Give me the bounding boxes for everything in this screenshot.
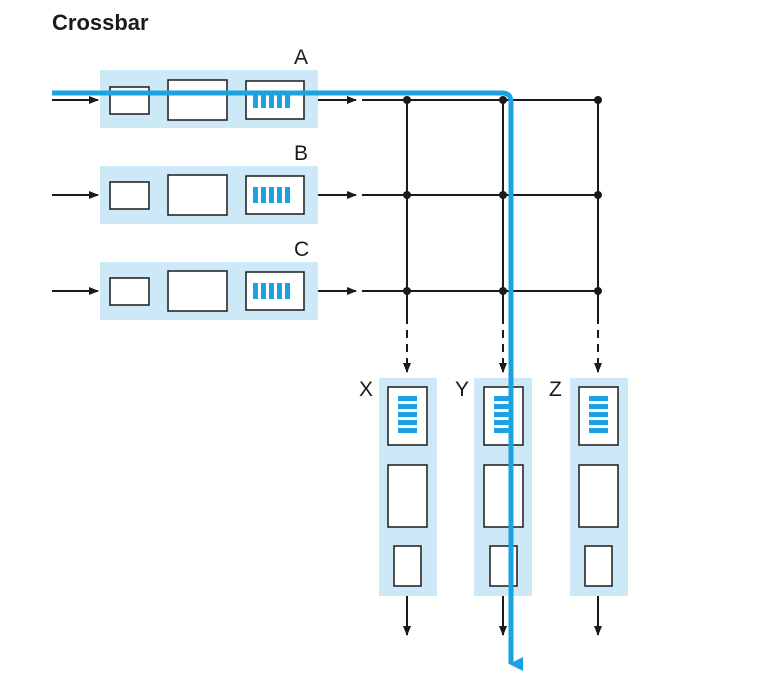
large-buffer-box [167,174,228,216]
junction-dot [594,191,602,199]
junction-dot [594,96,602,104]
output-port-z: Z [549,378,628,636]
queue-packets [253,187,290,203]
small-buffer-box [109,277,150,306]
output-port-y: Y [455,378,532,636]
crossbar-horizontal-lines [362,99,598,292]
junction-dot [499,96,507,104]
large-buffer-box [167,270,228,312]
large-buffer-box [387,464,428,528]
junction-dot [499,191,507,199]
junction-dot [594,287,602,295]
diagram-title: Crossbar [52,10,149,35]
input-port-label-c: C [294,238,309,261]
input-port-a: A [52,46,357,128]
large-buffer-box [578,464,619,528]
output-port-label-z: Z [549,378,562,401]
highlighted-path [52,90,523,671]
output-entry-arrows [403,360,602,373]
crossbar-vertical-lines [406,100,599,316]
junction-dot [403,287,411,295]
queue-packets [253,92,290,108]
input-port-c: C [52,238,357,320]
junction-dot [499,287,507,295]
output-dashed-lines [406,316,599,362]
crossbar-junctions [403,96,602,295]
small-buffer-box [109,181,150,210]
small-buffer-box [584,545,613,587]
junction-dot [403,191,411,199]
junction-dot [403,96,411,104]
output-port-label-y: Y [455,378,469,401]
large-buffer-box [167,79,228,121]
input-port-label-b: B [294,142,308,165]
output-port-x: X [359,378,437,636]
large-buffer-box [483,464,524,528]
input-port-label-a: A [294,46,308,69]
queue-packets [494,396,513,433]
small-buffer-box [393,545,422,587]
queue-packets [398,396,417,433]
queue-packets [253,283,290,299]
queue-packets [589,396,608,433]
output-port-label-x: X [359,378,373,401]
input-port-b: B [52,142,357,224]
